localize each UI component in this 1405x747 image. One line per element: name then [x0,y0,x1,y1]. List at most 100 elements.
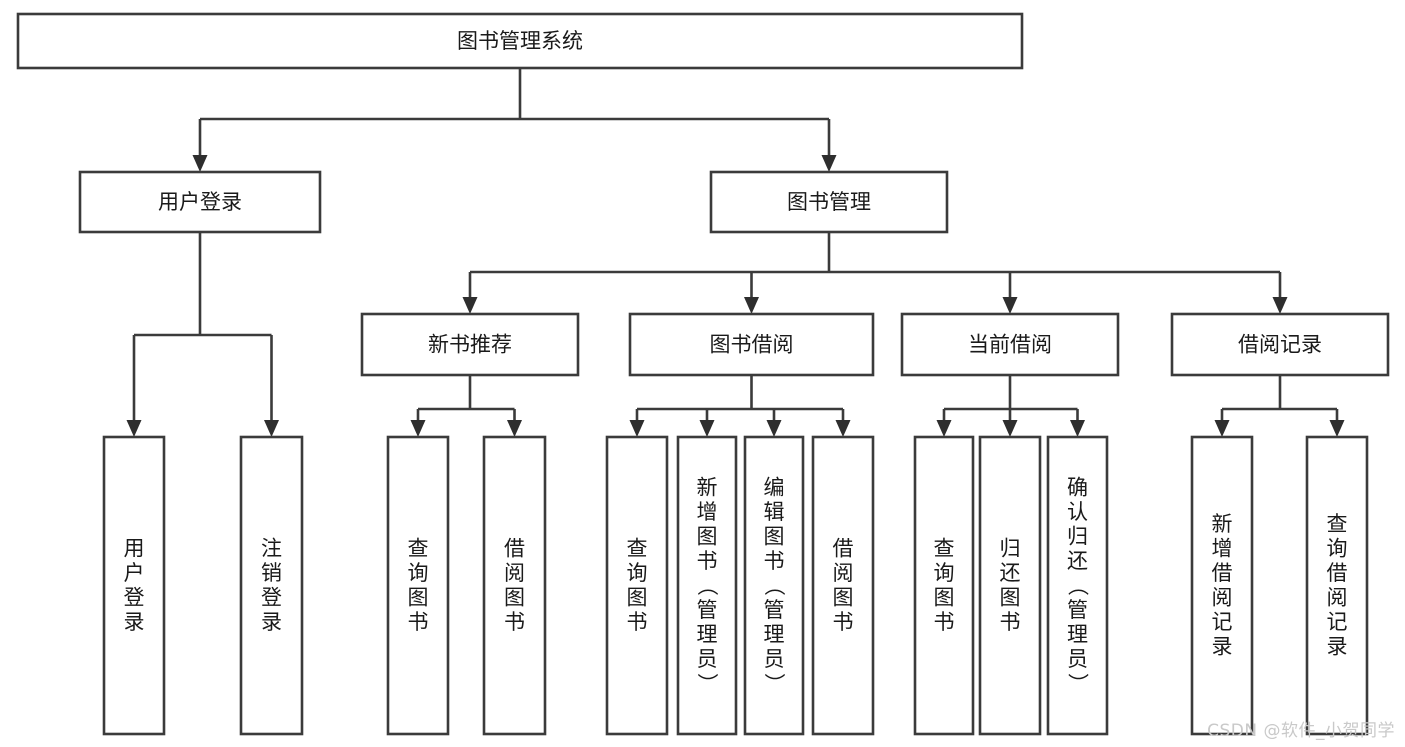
node-box-root [16,12,1024,70]
svg-text:图: 图 [833,586,854,610]
svg-text:还: 还 [1067,549,1088,573]
svg-text:查: 查 [408,537,429,561]
svg-text:确: 确 [1067,475,1088,499]
edge-group-book-borrow [629,375,851,437]
svg-text:员: 员 [1067,647,1088,671]
svg-text:管: 管 [1067,598,1088,622]
node-label-new-book-rec: 新书推荐 [428,333,512,357]
node-root[interactable]: 图书管理系统 [16,12,1024,70]
edge-group-root [192,68,837,172]
svg-text:编: 编 [764,475,785,499]
node-borrow-record[interactable]: 借阅记录 [1170,312,1390,377]
svg-text:查: 查 [934,537,955,561]
svg-text:还: 还 [1000,561,1021,585]
svg-text:记: 记 [1212,610,1233,634]
node-user-login[interactable]: 用户登录 [78,170,322,234]
svg-text:）: ） [695,673,719,694]
node-label-borrow-record: 借阅记录 [1238,333,1322,357]
node-label-book-borrow: 图书借阅 [710,333,794,357]
node-box-user-login [78,170,322,234]
node-box-leaf-user-logout [239,435,304,736]
svg-text:借: 借 [504,537,525,561]
svg-text:归: 归 [1067,524,1088,548]
node-leaf-user-login[interactable]: 用户登录 [102,435,166,736]
svg-text:登: 登 [261,586,282,610]
svg-text:录: 录 [124,610,145,634]
svg-text:（: （ [762,575,786,596]
node-current-borrow[interactable]: 当前借阅 [900,312,1120,377]
node-new-book-rec[interactable]: 新书推荐 [360,312,580,377]
svg-text:询: 询 [1327,537,1348,561]
svg-text:图: 图 [697,524,718,548]
svg-text:归: 归 [1000,537,1021,561]
svg-text:书: 书 [833,610,854,634]
svg-text:书: 书 [934,610,955,634]
svg-text:询: 询 [408,561,429,585]
svg-text:登: 登 [124,586,145,610]
node-box-leaf-borrow-book-rec [482,435,547,736]
svg-text:图: 图 [764,524,785,548]
node-box-borrow-record [1170,312,1390,377]
node-book-borrow[interactable]: 图书借阅 [628,312,875,377]
node-box-book-borrow [628,312,875,377]
svg-text:书: 书 [627,610,648,634]
node-box-leaf-return-book [978,435,1042,736]
svg-text:理: 理 [764,622,785,646]
svg-text:新: 新 [1212,512,1233,536]
svg-text:员: 员 [764,647,785,671]
svg-text:书: 书 [764,549,785,573]
edge-group-book-mgmt [462,232,1288,314]
svg-text:借: 借 [833,537,854,561]
svg-text:辑: 辑 [764,500,785,524]
node-box-book-mgmt [709,170,949,234]
node-label-current-borrow: 当前借阅 [968,333,1052,357]
node-box-leaf-add-borrow-record [1190,435,1254,736]
svg-text:录: 录 [261,610,282,634]
node-label-user-login: 用户登录 [158,190,242,214]
svg-text:借: 借 [1212,561,1233,585]
edge-group-new-book-rec [410,375,522,437]
svg-text:阅: 阅 [833,561,854,585]
svg-text:增: 增 [697,500,718,524]
node-box-new-book-rec [360,312,580,377]
svg-text:理: 理 [1067,622,1088,646]
node-box-leaf-query-book-borrow [605,435,669,736]
edges-layer [126,68,1345,437]
svg-text:图: 图 [408,586,429,610]
svg-text:询: 询 [627,561,648,585]
svg-text:）: ） [1066,673,1090,694]
svg-text:书: 书 [697,549,718,573]
node-book-mgmt[interactable]: 图书管理 [709,170,949,234]
svg-text:书: 书 [1000,610,1021,634]
node-label-leaf-user-login: 用户登录 [124,537,145,635]
svg-text:理: 理 [697,622,718,646]
node-box-leaf-add-book-admin [676,435,738,736]
svg-text:图: 图 [504,586,525,610]
svg-text:管: 管 [764,598,785,622]
node-box-leaf-edit-book-admin [743,435,805,736]
